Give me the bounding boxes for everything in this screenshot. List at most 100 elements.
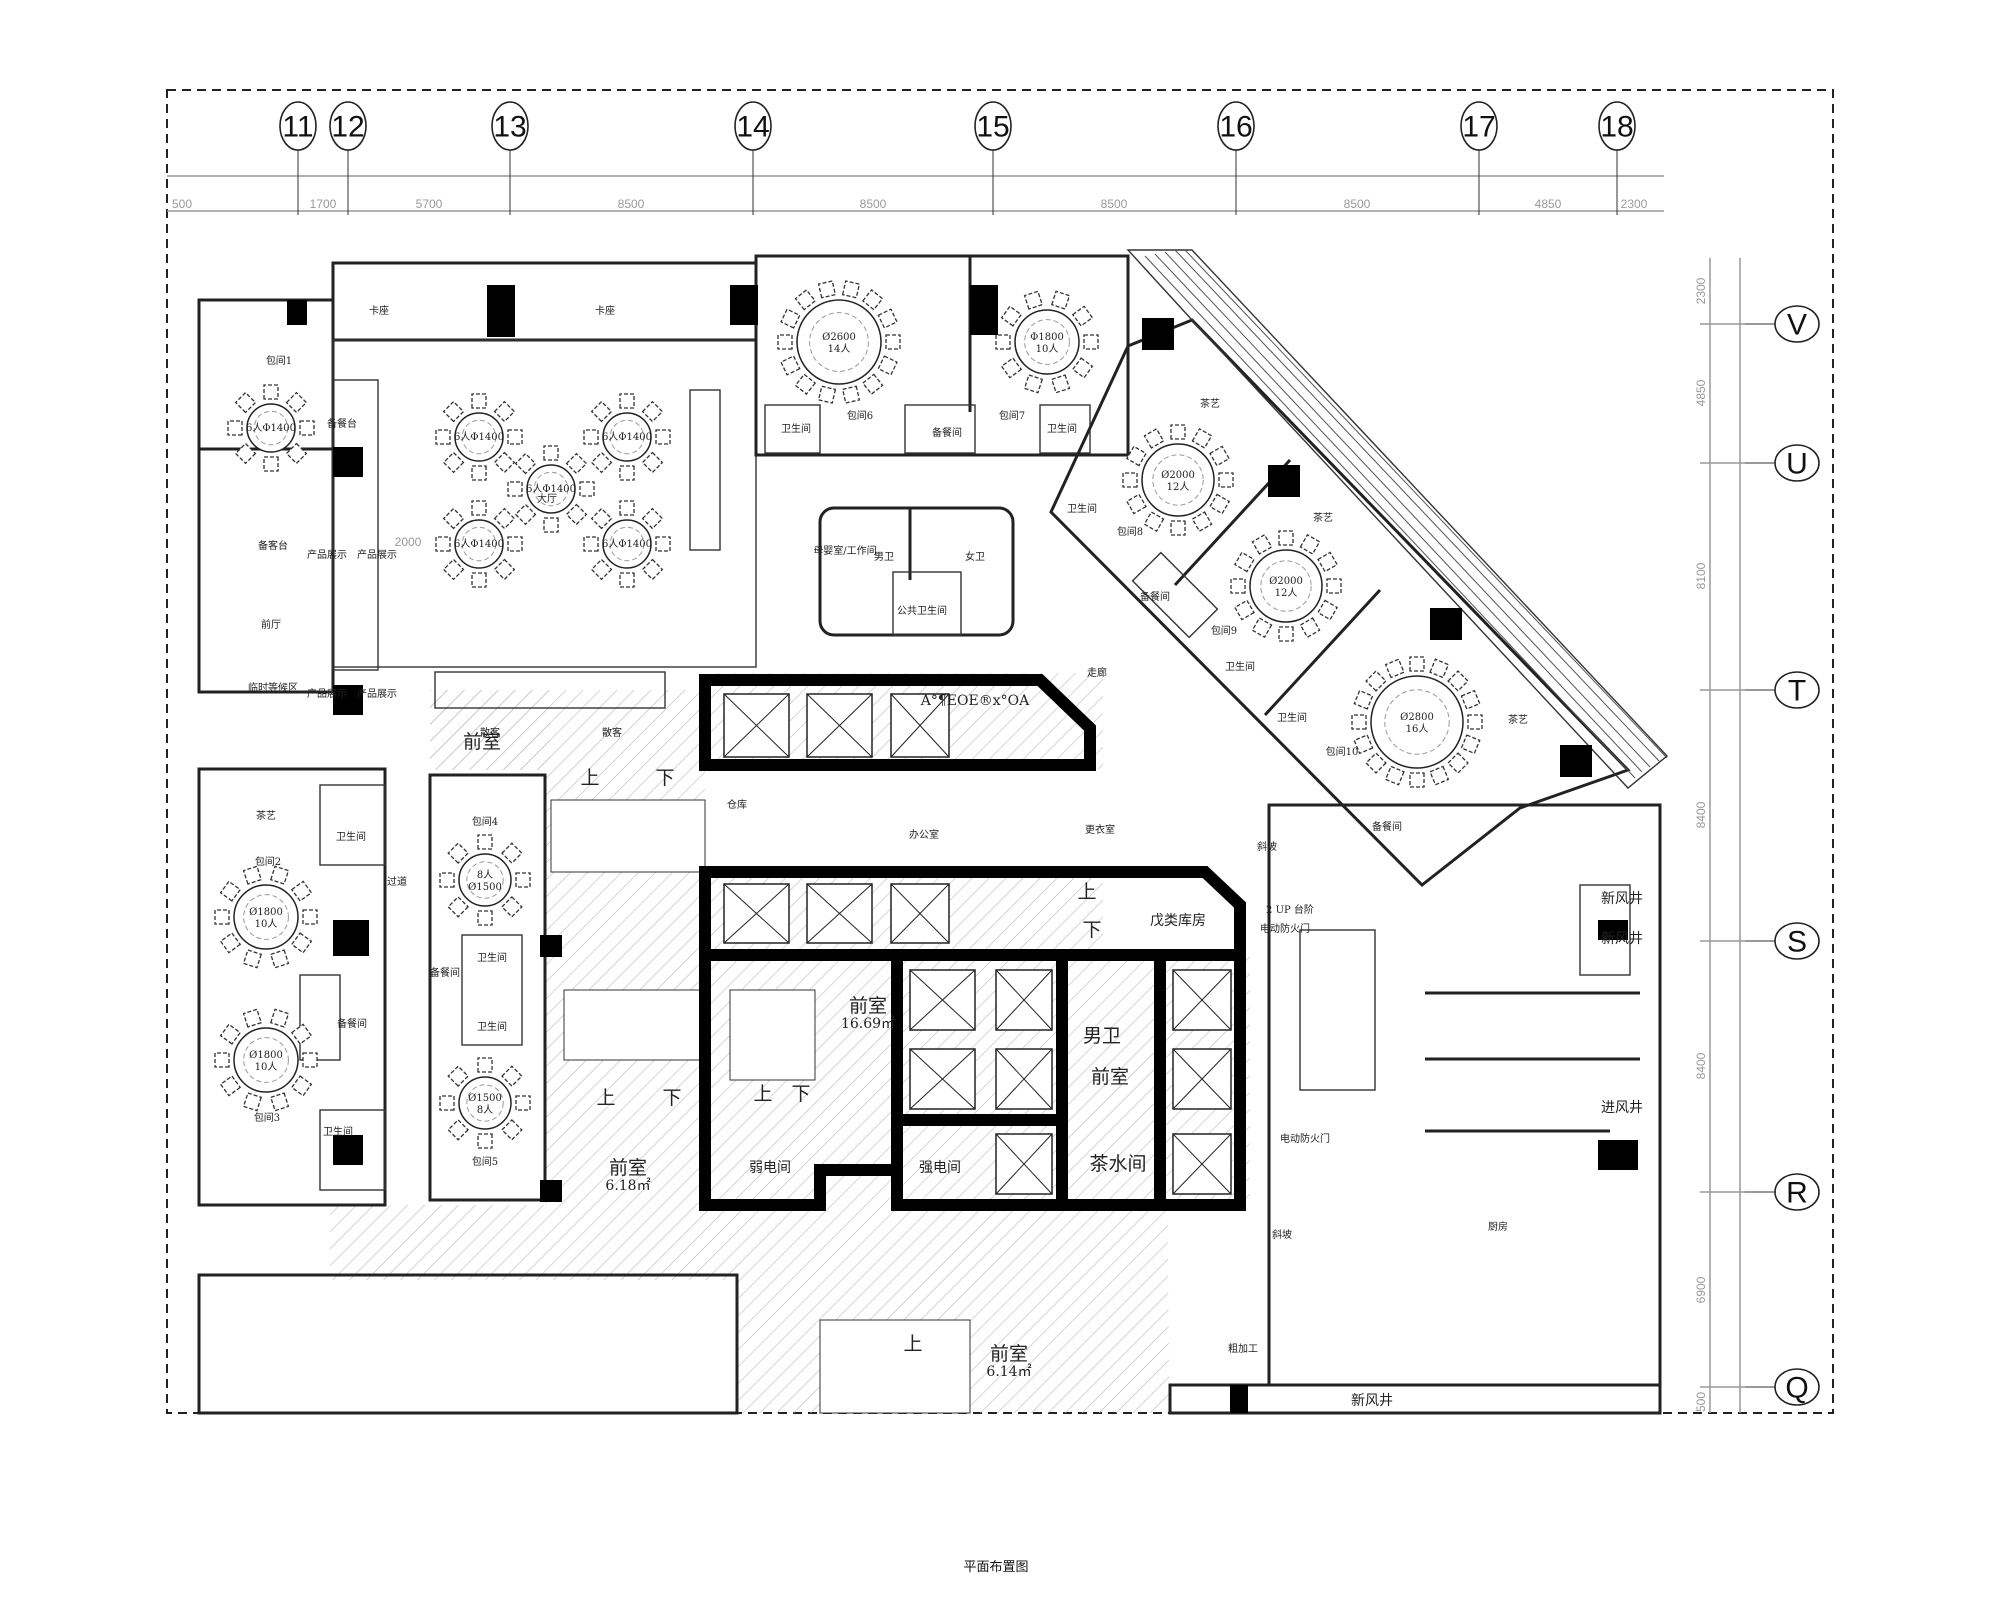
chair: [1122, 472, 1138, 488]
chair: [817, 280, 837, 299]
column-axis-13: 13: [491, 101, 529, 215]
chair: [507, 429, 523, 445]
label-men-wc: 男卫: [1083, 1025, 1121, 1047]
chair: [302, 1052, 318, 1068]
elevator-shaft: [1172, 969, 1232, 1031]
axis-label: 12: [331, 111, 364, 144]
chair: [219, 1075, 242, 1097]
chair: [1143, 511, 1165, 533]
chair: [1071, 357, 1094, 379]
elevator-shaft: [723, 693, 790, 758]
table-label: 6人Φ1400: [602, 538, 652, 550]
column-axis-14: 14: [734, 101, 772, 215]
label-tea: 茶艺: [1200, 397, 1220, 410]
chair: [219, 880, 242, 902]
label-display: 产品展示: [307, 548, 347, 561]
chair: [1191, 427, 1213, 449]
chair: [269, 1008, 290, 1028]
elevator-shaft: [890, 693, 950, 758]
chair: [1083, 334, 1099, 350]
chair: [507, 536, 523, 552]
chair: [447, 1065, 469, 1087]
label-tea: 茶艺: [256, 809, 276, 822]
drawing-title: 平面布置图: [963, 1560, 1028, 1575]
chair: [641, 507, 664, 530]
dim-label: 8400: [1694, 1052, 1708, 1079]
chair: [1460, 734, 1481, 755]
chair: [1429, 765, 1450, 786]
chair: [242, 1092, 263, 1112]
label-mother-room: 母婴室/工作间: [813, 544, 876, 557]
dim-label: 5700: [416, 197, 443, 211]
round-table: 6人Φ1400: [435, 393, 523, 481]
row-axis-S: S: [1700, 922, 1820, 960]
chair: [1409, 656, 1425, 672]
chair: [590, 507, 613, 530]
label-anteroom: 前室: [849, 995, 887, 1017]
chair: [817, 385, 837, 404]
stair-down: 下: [1082, 919, 1101, 941]
chair: [841, 280, 861, 299]
stair-up: 上: [580, 767, 599, 789]
chair: [290, 1023, 313, 1045]
chair: [1460, 689, 1481, 710]
chair: [1278, 530, 1294, 546]
chair: [1170, 424, 1186, 440]
label-booth: 卡座: [595, 304, 615, 317]
table-label: Ø1500: [468, 1093, 502, 1104]
table-label: Ø1800: [249, 1050, 283, 1061]
dim-label: 4850: [1694, 379, 1708, 406]
label-guest-desk: 备客台: [258, 539, 288, 552]
chair: [619, 500, 635, 516]
chair: [794, 289, 817, 311]
chair: [1209, 493, 1231, 515]
chair: [263, 456, 279, 472]
chair: [227, 420, 243, 436]
dim-label: 6900: [1694, 1276, 1708, 1303]
chair: [290, 880, 313, 902]
chair: [515, 1095, 531, 1111]
label-hall: 大厅: [537, 492, 557, 505]
label-tea-room: 茶水间: [1089, 1153, 1146, 1175]
table-label: 8人: [477, 869, 493, 881]
top-dimensions: 500 1700 5700 8500 8500 8500 8500 4850 2…: [172, 197, 1648, 211]
chair: [543, 445, 559, 461]
label-wc: 卫生间: [477, 951, 507, 964]
label-anteroom-area: 6.14㎡: [986, 1364, 1031, 1380]
label-fresh-air: 新风井: [1351, 1393, 1393, 1409]
dim-label: 8100: [1694, 562, 1708, 589]
chair: [1326, 578, 1342, 594]
chair: [269, 1092, 290, 1112]
table-label: 6人Φ1400: [526, 483, 576, 495]
row-axis-R: R: [1700, 1173, 1820, 1211]
chair: [477, 1057, 493, 1073]
chair: [641, 400, 664, 423]
label-pantry: 备餐间: [1140, 590, 1170, 603]
label-rough-process: 粗加工: [1228, 1343, 1258, 1355]
table-label: 6人Φ1400: [602, 431, 652, 443]
axis-label: 11: [282, 111, 313, 144]
label-pantry: 备餐间: [337, 1017, 367, 1030]
chair: [269, 949, 290, 969]
chair: [493, 558, 516, 581]
chair: [861, 373, 884, 395]
chair: [641, 558, 664, 581]
label-private-3: 包间3: [254, 1111, 280, 1124]
chair: [493, 507, 516, 530]
chair: [234, 391, 257, 414]
label-pantry: 备餐间: [430, 966, 460, 979]
chair: [1251, 533, 1273, 555]
label-private-1: 包间1: [266, 354, 292, 367]
chair: [1071, 305, 1094, 327]
chair: [861, 289, 884, 311]
label-locker: 更衣室: [1085, 823, 1115, 836]
column-axis-18: 18: [1598, 101, 1636, 215]
label-display: 产品展示: [357, 548, 397, 561]
chair: [285, 442, 308, 465]
chair: [477, 834, 493, 850]
label-men-wc: 男卫: [874, 551, 894, 563]
chair: [514, 452, 537, 475]
